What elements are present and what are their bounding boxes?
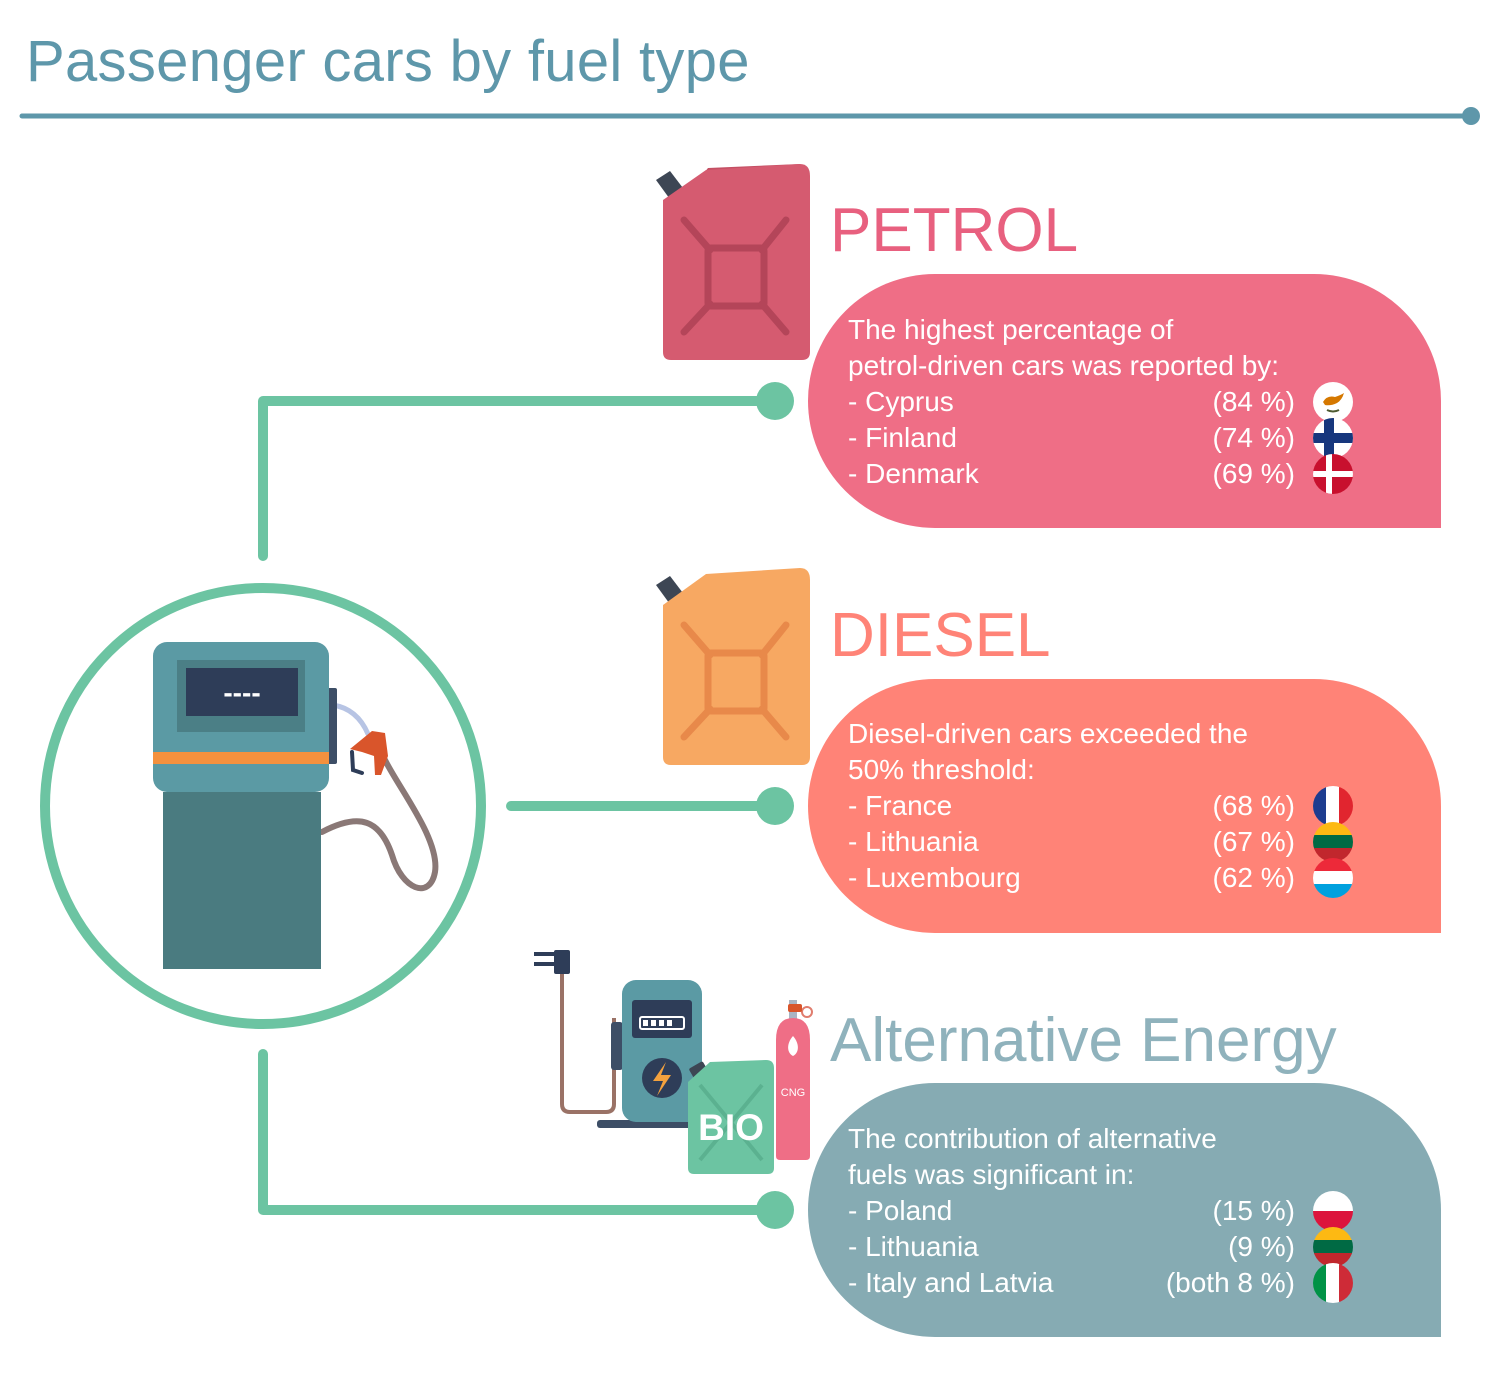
finland-flag-icon [1313,418,1353,458]
cng-cylinder-icon [776,1000,813,1160]
country-name: - Finland [848,422,957,453]
bio-label: BIO [698,1107,764,1148]
fuel-pump-icon [153,642,439,969]
petrol-connector-dot [756,382,794,420]
petrol-jerrycan-icon [656,164,810,360]
country-name: - France [848,790,953,821]
country-percentage: (15 %) [1212,1195,1295,1226]
diesel-connector-dot [756,787,794,825]
bio-fuel-can-icon [688,1060,774,1174]
petrol-country-row: - Denmark (69 %) [848,454,1353,494]
diesel-intro-line: Diesel-driven cars exceeded the [848,718,1248,749]
alternative-intro: The contribution of alternative fuels wa… [848,1121,1348,1193]
petrol-intro-line: petrol-driven cars was reported by: [848,350,1280,381]
country-percentage: (62 %) [1212,862,1295,893]
lithuania-flag-icon [1313,1227,1353,1267]
diesel-country-row: - Lithuania (67 %) [848,822,1353,862]
petrol-intro: The highest percentage of petrol-driven … [848,312,1348,384]
country-name: - Lithuania [848,1231,979,1262]
cng-label: CNG [781,1087,805,1099]
page-title: Passenger cars by fuel type [26,29,750,94]
country-name: - Luxembourg [848,862,1021,893]
petrol-intro-line: The highest percentage of [848,314,1174,345]
diesel-country-row: - France (68 %) [848,786,1353,826]
pump-display-text: ---- [223,677,260,708]
petrol-title: PETROL [830,196,1079,265]
alternative-intro-line: The contribution of alternative [848,1123,1217,1154]
poland-flag-icon [1313,1191,1353,1231]
diesel-country-row: - Luxembourg (62 %) [848,858,1353,898]
diesel-jerrycan-icon [656,568,810,765]
country-percentage: (74 %) [1212,422,1295,453]
france-flag-icon [1313,786,1353,826]
ev-charger-icon [534,950,717,1128]
country-percentage: (9 %) [1228,1231,1295,1262]
denmark-flag-icon [1313,454,1353,494]
country-name: - Denmark [848,458,979,489]
country-name: - Lithuania [848,826,979,857]
alternative-intro-line: fuels was significant in: [848,1159,1135,1190]
petrol-country-row: - Finland (74 %) [848,418,1353,458]
title-divider [19,107,1480,125]
country-name: - Poland [848,1195,953,1226]
country-percentage: (69 %) [1212,458,1295,489]
diesel-intro: Diesel-driven cars exceeded the 50% thre… [848,716,1348,788]
country-percentage: (84 %) [1212,386,1295,417]
alternative-country-row: - Lithuania (9 %) [848,1227,1353,1267]
luxembourg-flag-icon [1313,858,1353,898]
cyprus-flag-icon [1313,382,1353,422]
italy-flag-icon [1313,1263,1353,1303]
country-percentage: (both 8 %) [1165,1267,1295,1298]
alternative-country-row: - Italy and Latvia (both 8 %) [848,1263,1353,1303]
connector-lines [258,396,780,1215]
alternative-title: Alternative Energy [830,1006,1337,1075]
alternative-country-row: - Poland (15 %) [848,1191,1353,1231]
fuel-pump-ring [40,583,486,1029]
petrol-country-row: - Cyprus (84 %) [848,382,1353,422]
diesel-title: DIESEL [830,601,1051,670]
lithuania-flag-icon [1313,822,1353,862]
country-percentage: (68 %) [1212,790,1295,821]
diesel-intro-line: 50% threshold: [848,754,1035,785]
alternative-connector-dot [756,1191,794,1229]
country-name: - Italy and Latvia [848,1267,1054,1298]
country-name: - Cyprus [848,386,954,417]
country-percentage: (67 %) [1212,826,1295,857]
